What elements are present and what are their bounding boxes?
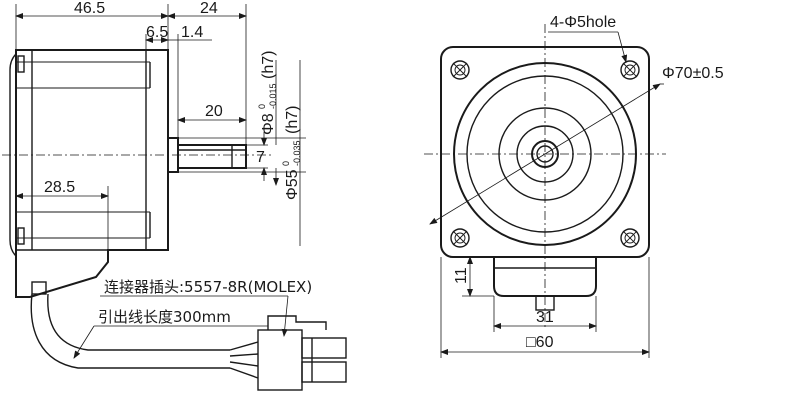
wire (229, 353, 259, 357)
motor-body-outline (15, 49, 169, 298)
wire (229, 341, 259, 351)
connector-pin-block (301, 361, 347, 383)
dim-11-label: 11 (453, 267, 470, 284)
phi55-upper-tol: 0 (281, 161, 291, 166)
front-view: Φ70±0.5 4-Φ5hole 11 31 □60 (424, 14, 724, 358)
connector-latch (267, 315, 327, 330)
mount-hole (620, 60, 640, 80)
side-view: 46.5 24 6.5 1.4 20 28.5 7 Φ8 0 -0.015 (h… (2, 0, 306, 298)
lead-length-label: 引出线长度300mm (98, 308, 231, 326)
dim-60-label: □60 (526, 334, 554, 351)
output-shaft (177, 144, 247, 169)
cable-assembly: 连接器插头:5557-8R(MOLEX) 引出线长度300mm (30, 278, 347, 391)
mount-hole (450, 228, 470, 248)
mount-hole (620, 228, 640, 248)
dim-24-label: 24 (200, 0, 218, 17)
wire (229, 361, 259, 367)
cable-outer-edge (30, 293, 230, 369)
phi8-upper-tol: 0 (257, 104, 267, 109)
gearbox-stub (535, 295, 555, 311)
svg-text:11: 11 (453, 267, 470, 284)
dim-20-label: 20 (205, 103, 223, 120)
phi55-lower-tol: -0.035 (292, 140, 302, 166)
dim-1-4-label: 1.4 (181, 24, 203, 41)
lead-leader-arrow (73, 325, 95, 359)
dim-6-5-label: 6.5 (146, 24, 168, 41)
dim-phi8-label: Φ8 0 -0.015 (h7) (257, 51, 278, 135)
hole-label: 4-Φ5hole (550, 14, 616, 31)
pcd-label: Φ70±0.5 (662, 65, 724, 82)
rear-tab (17, 227, 25, 245)
connector-pin-block (301, 337, 347, 359)
connector-leader-arrow (281, 295, 289, 337)
hole-leader-arrow (617, 31, 628, 63)
dim-7-label: 7 (256, 149, 265, 166)
cable-inner-edge (47, 293, 230, 351)
cable-grommet (31, 281, 47, 295)
connector-housing (257, 329, 303, 391)
mount-hole (450, 60, 470, 80)
connector-label: 连接器插头:5557-8R(MOLEX) (104, 278, 312, 296)
dim-31-label: 31 (536, 309, 554, 326)
rear-tab (17, 55, 25, 73)
pcd-dim-line (429, 83, 661, 225)
dim-46-5-label: 46.5 (74, 0, 105, 17)
phi55-fit: (h7) (284, 106, 301, 134)
phi55-main: Φ55 (284, 169, 301, 200)
dim-phi55-label: Φ55 0 -0.035 (h7) (281, 106, 302, 200)
wire (229, 367, 259, 379)
phi8-main: Φ8 (260, 113, 277, 135)
phi8-lower-tol: -0.015 (268, 83, 278, 109)
phi8-fit: (h7) (260, 51, 277, 79)
dim-28-5-label: 28.5 (44, 179, 75, 196)
